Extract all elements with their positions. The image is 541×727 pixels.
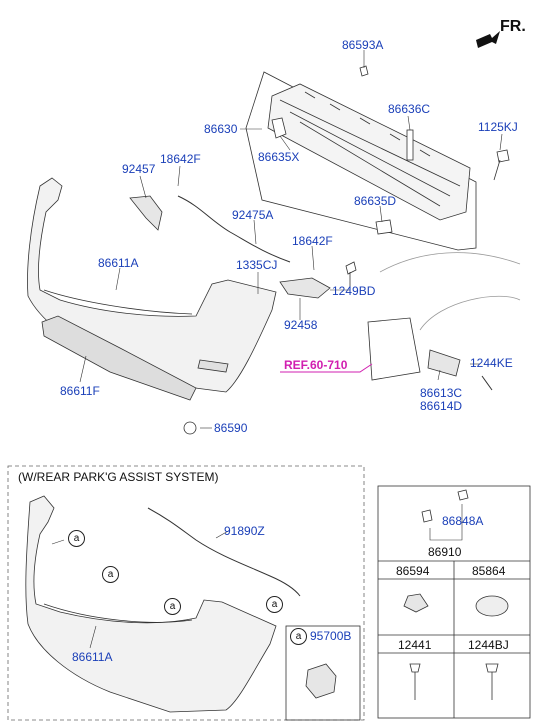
bracket-86910 xyxy=(429,504,463,541)
part-86611F: 86611F xyxy=(60,384,100,398)
bumper-cover-bottom xyxy=(25,495,277,713)
callout-marker: a xyxy=(102,566,119,583)
part-1244KE: 1244KE xyxy=(470,356,513,370)
parts-table xyxy=(377,485,531,719)
lower-skirt-86611F xyxy=(41,315,197,401)
part-86613C: 86613C xyxy=(420,386,463,400)
part-92458: 92458 xyxy=(284,318,318,332)
part-18642F-upper: 18642F xyxy=(160,152,201,166)
part-86614D: 86614D xyxy=(420,399,463,413)
part-86590: 86590 xyxy=(214,421,248,435)
part-92475A: 92475A xyxy=(232,208,274,222)
bracket-86613C xyxy=(427,349,461,377)
ref-arrow xyxy=(280,363,373,373)
part-86593A: 86593A xyxy=(342,38,384,52)
screw-1244KE xyxy=(481,375,493,391)
part-1335CJ: 1335CJ xyxy=(236,258,278,272)
part-86848A: 86848A xyxy=(442,514,484,528)
clip-86848A xyxy=(421,489,469,523)
bracket-86635D xyxy=(375,219,393,235)
part-86636C: 86636C xyxy=(388,102,431,116)
part-86910: 86910 xyxy=(428,545,462,559)
part-95700B: 95700B xyxy=(310,629,352,643)
part-86635D: 86635D xyxy=(354,194,397,208)
part-92457: 92457 xyxy=(122,162,156,176)
reflector-92457 xyxy=(129,195,163,231)
part-18642F-lower: 18642F xyxy=(292,234,333,248)
clip-86594 xyxy=(403,593,429,613)
clip-86590 xyxy=(183,421,197,435)
callout-marker: a xyxy=(68,530,85,547)
option-box xyxy=(7,465,365,721)
leader-lines-bottom xyxy=(51,529,231,649)
part-1244BJ: 1244BJ xyxy=(468,638,509,652)
screw-1244BJ xyxy=(485,663,499,700)
screw-1249BD xyxy=(345,261,357,290)
sensor-95700B xyxy=(305,663,337,699)
bracket-86635X xyxy=(271,117,287,139)
part-1125KJ: 1125KJ xyxy=(478,120,518,134)
part-86611A-upper: 86611A xyxy=(98,256,139,270)
part-85864: 85864 xyxy=(472,564,506,578)
bolt-1125KJ xyxy=(493,149,510,181)
part-86594: 86594 xyxy=(396,564,430,578)
part-86635X: 86635X xyxy=(258,150,300,164)
part-12441: 12441 xyxy=(398,638,432,652)
direction-label: FR. xyxy=(500,18,526,35)
wiring-91890Z xyxy=(147,507,301,597)
part-86611A-lower: 86611A xyxy=(72,650,113,664)
wiring-92475A xyxy=(177,195,291,263)
callout-marker: a xyxy=(266,596,283,613)
part-1249BD: 1249BD xyxy=(332,284,376,298)
option-title: (W/REAR PARK'G ASSIST SYSTEM) xyxy=(18,470,219,484)
bumper-beam xyxy=(267,83,471,221)
part-86630: 86630 xyxy=(204,122,238,136)
leader-lines-top xyxy=(79,50,503,429)
cap-85864 xyxy=(475,595,509,617)
bracket-86636C xyxy=(406,129,414,161)
part-91890Z: 91890Z xyxy=(224,524,265,538)
beam-box-outline xyxy=(245,71,477,251)
callout-marker: a xyxy=(164,598,181,615)
ref-60-710[interactable]: REF.60-710 xyxy=(284,358,348,372)
body-fender xyxy=(367,252,521,381)
front-arrow-icon xyxy=(476,31,500,48)
screw-12441 xyxy=(409,663,421,700)
sensor-box xyxy=(285,625,361,721)
reflector-92458 xyxy=(279,277,331,299)
callout-marker: a xyxy=(290,628,307,645)
